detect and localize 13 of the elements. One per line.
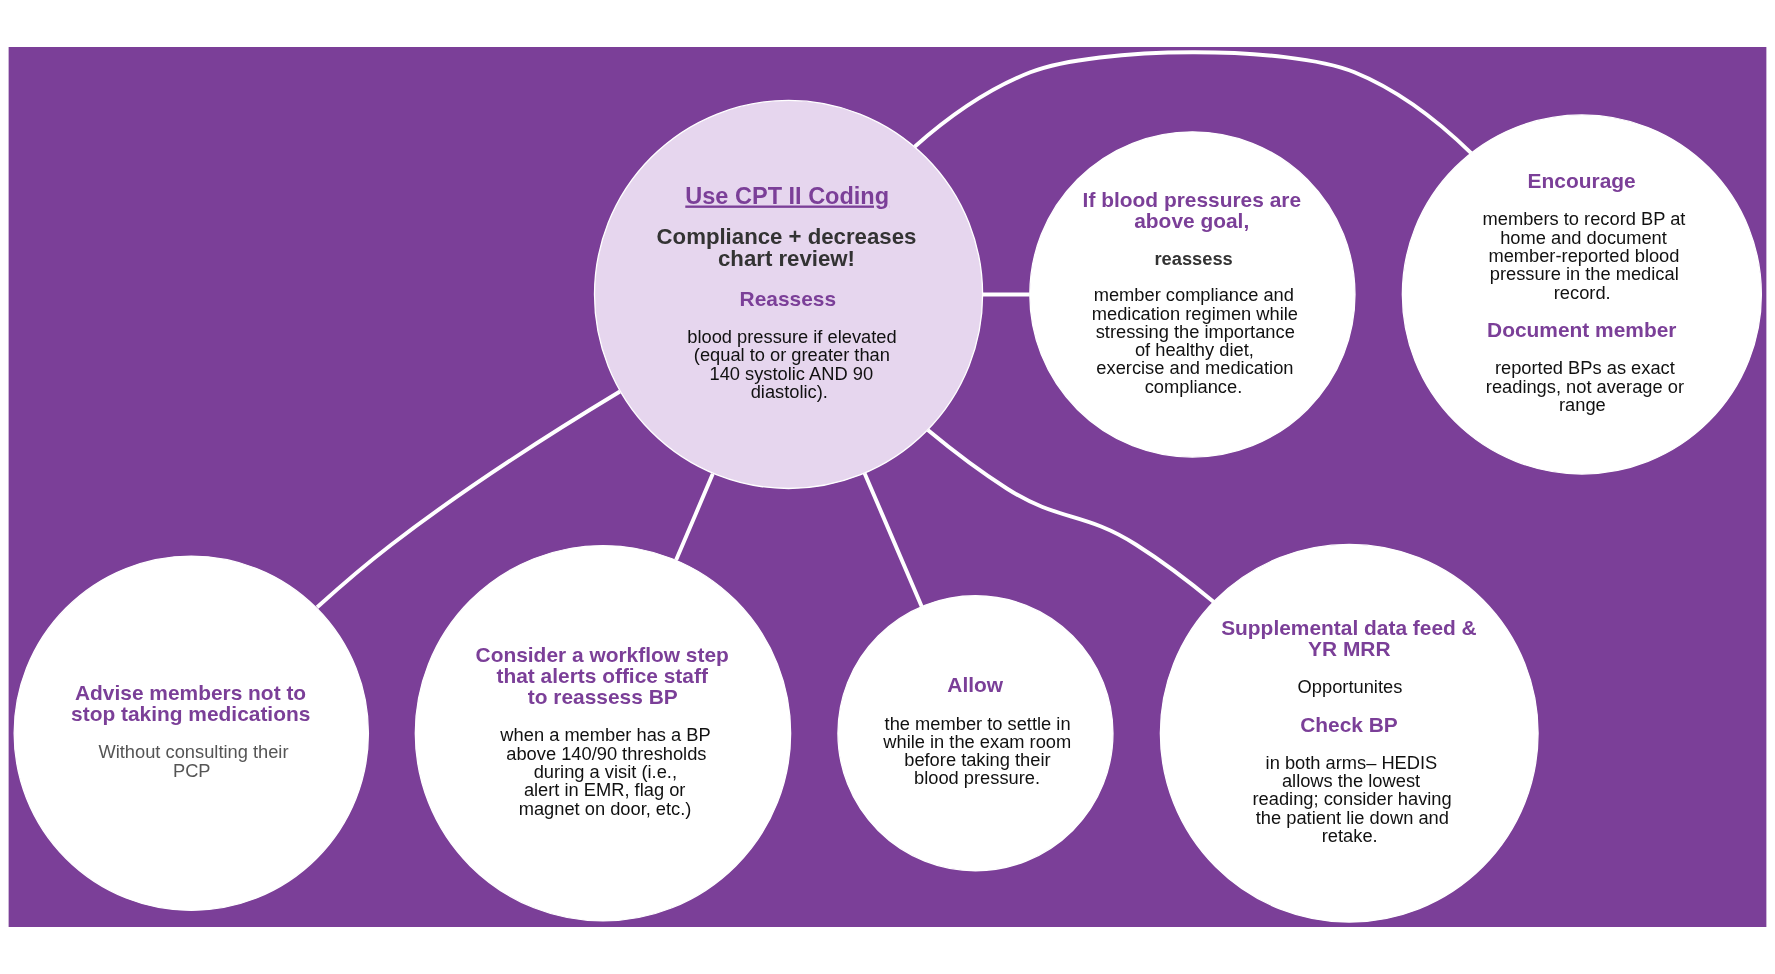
node-circle: Use CPT II Coding Compliance + decreases chart review! Reassess blood pressure if elevated (equal to or greater than 140 systolic AND 90 diastolic). (593, 99, 984, 490)
node-circle: Encourage members to record BP at home and document member-reported blood pressure in the medical record. Document member reported BPs as exact readings, not average or range (1401, 114, 1763, 475)
connector (913, 50, 1473, 155)
node-circle: Allow the member to settle in while in the exam room before taking their blood pressure. (837, 595, 1114, 872)
node-circle: Supplemental data feed & YR MRR Opportunites Check BP in both arms– HEDIS allows the lowest reading; consider having the patient lie down and retake. (1159, 543, 1539, 923)
connector (983, 292, 1030, 297)
node-circle: Consider a workflow step that alerts office staff to reassess BP when a member has a BP above 140/90 thresholds during a visit (i.e., alert in EMR, flag or magnet on door, etc.) (414, 544, 792, 922)
connector (926, 428, 1216, 604)
node-circle: If blood pressures are above goal, reassess member compliance and medication regimen while stressing the importance of healthy diet, exercise and medication compliance. (1029, 131, 1356, 458)
connector (674, 473, 715, 561)
connector (315, 389, 621, 609)
node-circle: Advise members not to stop taking medications Without consulting their PCP (13, 555, 370, 912)
connector (862, 472, 924, 608)
